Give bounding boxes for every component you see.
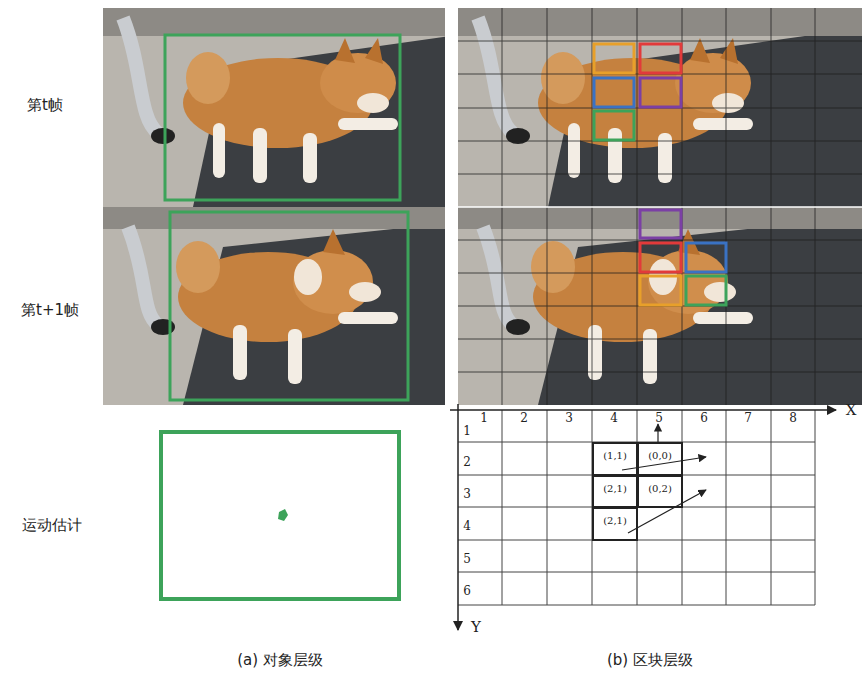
grid-index: 5: [655, 412, 663, 425]
grid-index: 1: [480, 412, 488, 425]
block-vector: (0,2): [639, 483, 681, 494]
grid-block: (2,1): [592, 507, 638, 541]
grid-index: 3: [565, 412, 573, 425]
grid-index: 6: [463, 585, 471, 598]
block-vector: (0,0): [639, 450, 681, 461]
axis-label: X: [846, 402, 857, 419]
caption: (b) 区块层级: [607, 652, 693, 669]
grid-index: 7: [744, 412, 752, 425]
grid-block: (0,0): [637, 442, 683, 476]
grid-block: (1,1): [592, 442, 638, 476]
grid-index: 5: [463, 553, 471, 566]
grid-index: 6: [700, 412, 708, 425]
axis-label: Y: [471, 619, 481, 636]
grid-index: 4: [463, 520, 471, 533]
row-label: 第t帧: [27, 97, 63, 114]
grid-index: 8: [789, 412, 797, 425]
row-label: 运动估计: [22, 517, 82, 534]
grid-index: 1: [463, 425, 471, 438]
grid-index: 2: [463, 456, 471, 469]
grid-block: (2,1): [592, 475, 638, 508]
caption: (a) 对象层级: [237, 652, 323, 669]
block-vector: (2,1): [594, 515, 636, 526]
block-vector: (2,1): [594, 483, 636, 494]
grid-index: 3: [463, 488, 471, 501]
block-vector: (1,1): [594, 450, 636, 461]
row-label: 第t+1帧: [21, 302, 79, 319]
grid-block: (0,2): [637, 475, 683, 508]
grid-index: 2: [520, 412, 528, 425]
grid-index: 4: [610, 412, 618, 425]
